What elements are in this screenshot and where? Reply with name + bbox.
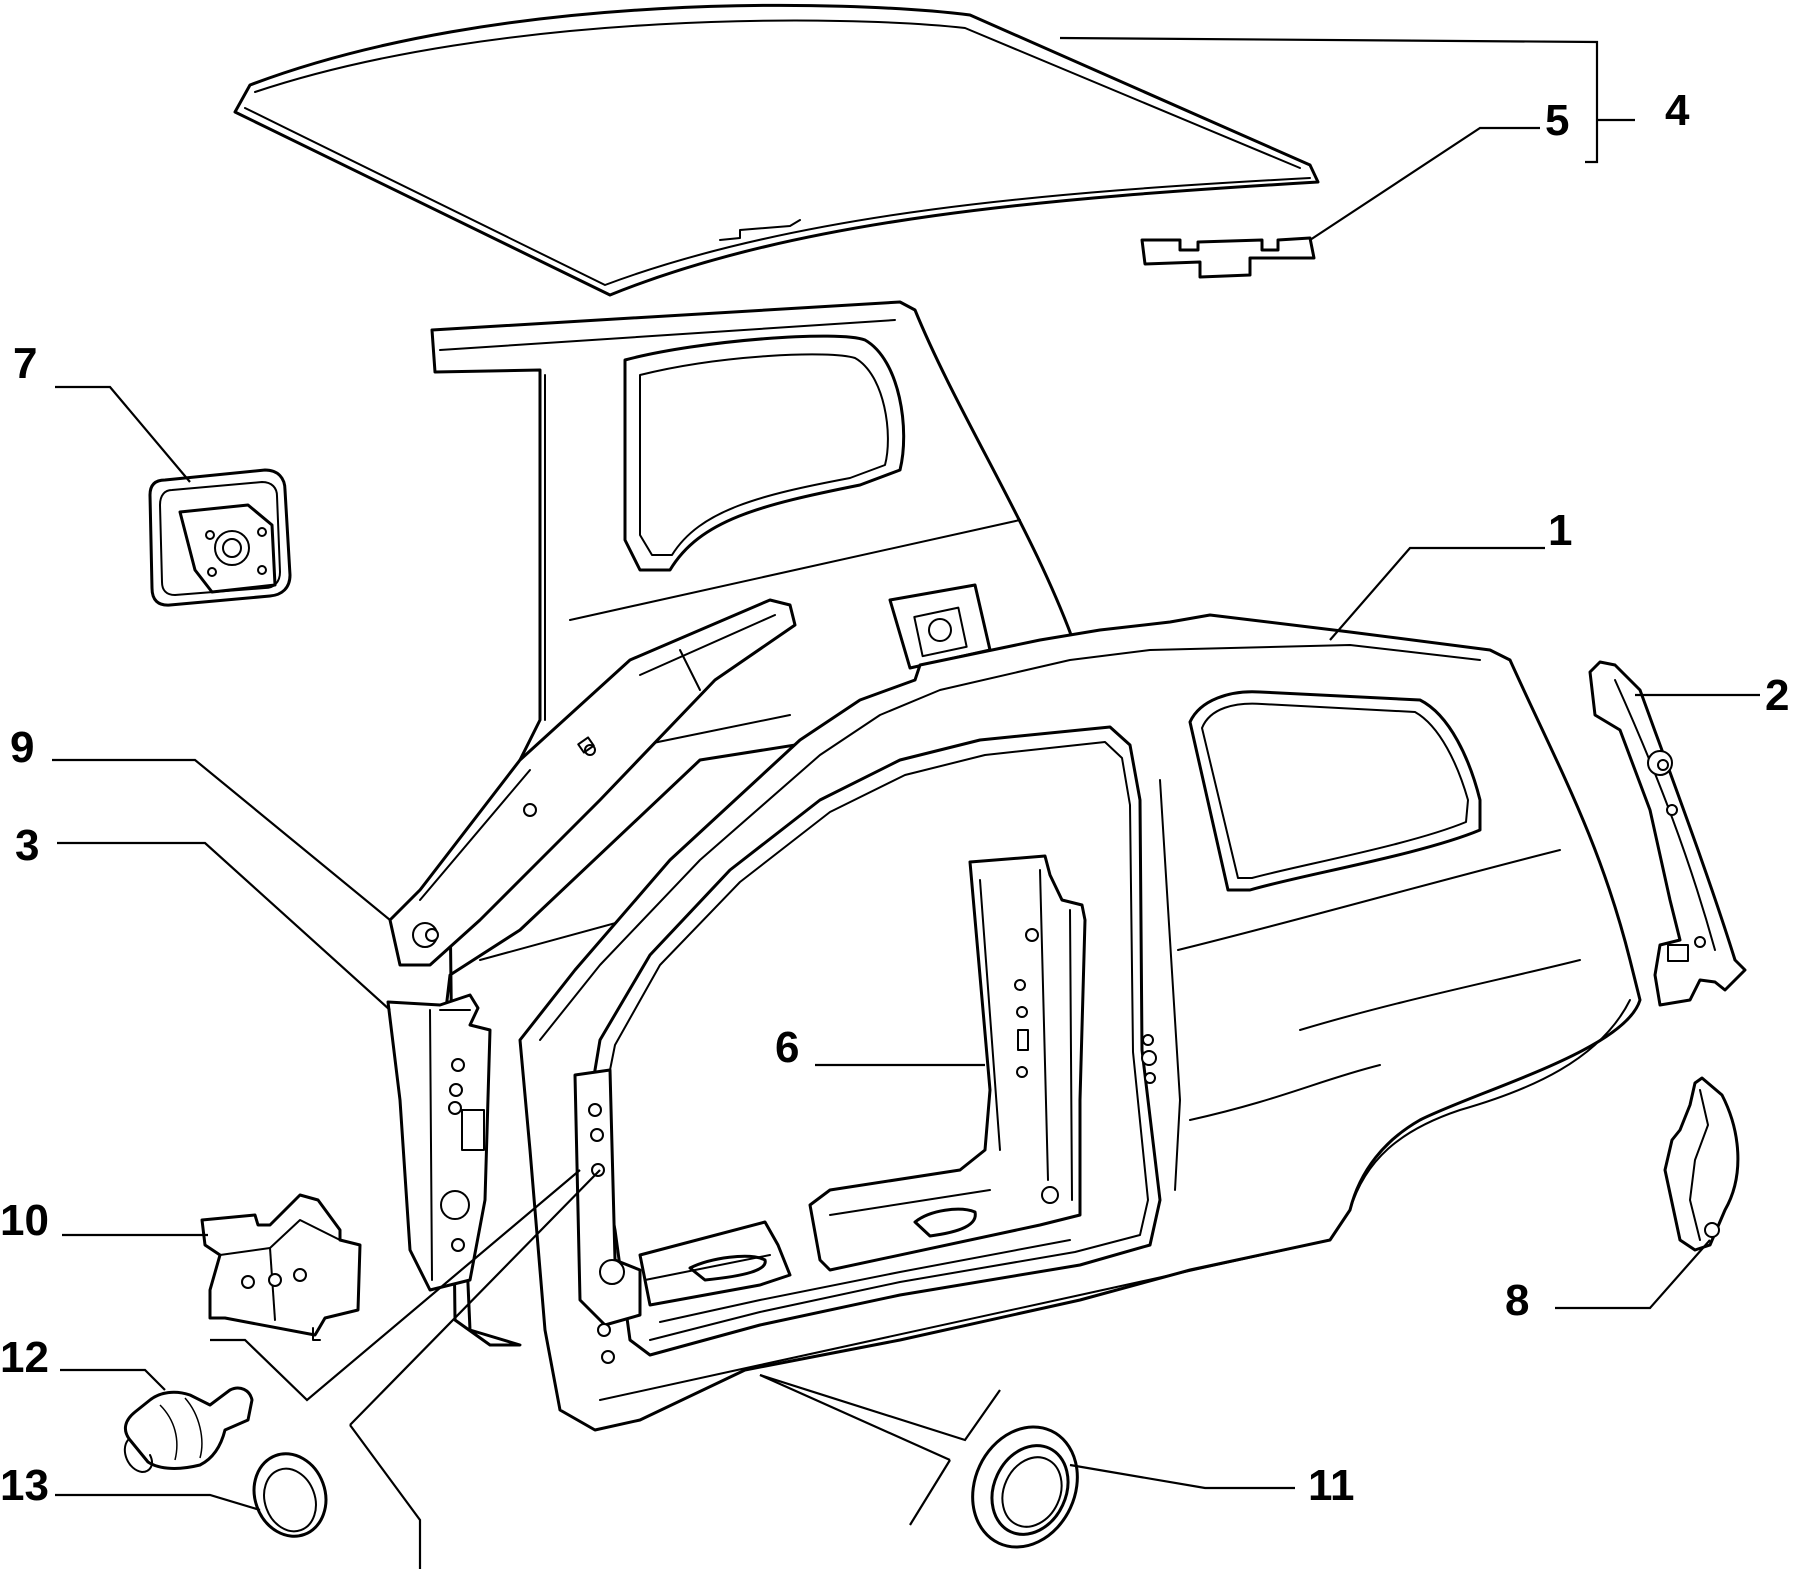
hinge-pillar	[386, 993, 492, 1292]
callout-5: 5	[1545, 96, 1569, 145]
callout-6: 6	[775, 1023, 799, 1072]
roof-panel	[233, 3, 1320, 297]
grommet-ring	[971, 1425, 1079, 1549]
b-pillar-sill-reinforcement	[808, 854, 1087, 1272]
wheel-arch-cover	[1663, 1076, 1740, 1252]
callout-11: 11	[1308, 1461, 1355, 1510]
front-sill-inner	[638, 1220, 792, 1307]
mounting-bracket	[200, 1193, 362, 1341]
callout-13: 13	[0, 1461, 49, 1510]
callout-1: 1	[1548, 506, 1572, 555]
fuel-filler-housing	[148, 468, 292, 607]
inner-side-panel	[430, 300, 1082, 1347]
callout-3: 3	[15, 821, 39, 870]
a-pillar-reinforcement	[388, 598, 797, 967]
callout-10: 10	[0, 1196, 49, 1245]
leader-lines	[52, 36, 1760, 1569]
grommet-plug	[123, 1386, 254, 1473]
callout-8: 8	[1505, 1276, 1529, 1325]
callout-12: 12	[0, 1333, 49, 1382]
callout-labels: 1 2 3 4 5 6 7 8 9 10 11 12 13	[0, 86, 1789, 1510]
callout-2: 2	[1765, 671, 1789, 720]
rubber-cap	[252, 1452, 328, 1538]
callout-4: 4	[1665, 86, 1690, 135]
rear-pillar-reinforcement	[1588, 660, 1747, 1007]
callout-9: 9	[10, 723, 34, 772]
callout-7: 7	[13, 339, 37, 388]
roof-bracket	[1140, 236, 1316, 279]
